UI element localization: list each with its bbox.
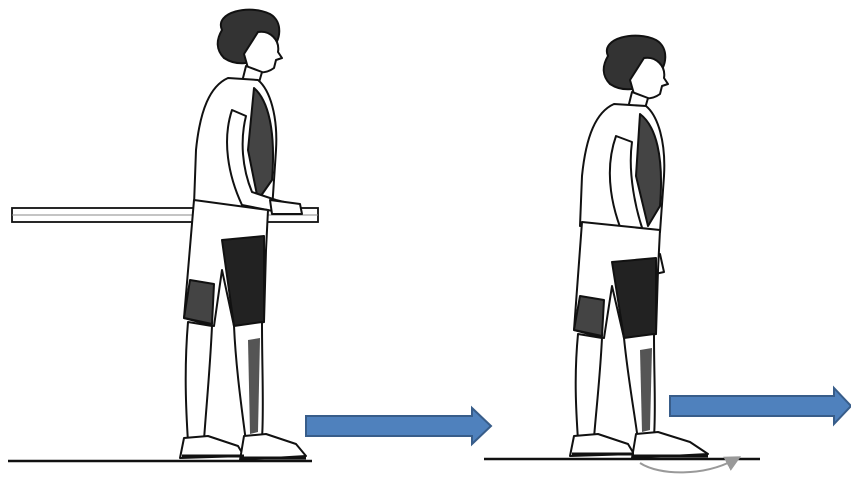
standing-figure (180, 10, 306, 460)
standing-figure (570, 36, 708, 458)
shoe-front (240, 434, 306, 460)
direction-arrow-1 (306, 408, 491, 444)
leg-back (576, 334, 602, 440)
leg-back (186, 322, 212, 442)
shoe-front (632, 432, 708, 458)
foot-pivot-arc (640, 460, 734, 472)
direction-arrow-2 (670, 388, 851, 424)
panel-with-rail (8, 10, 318, 461)
